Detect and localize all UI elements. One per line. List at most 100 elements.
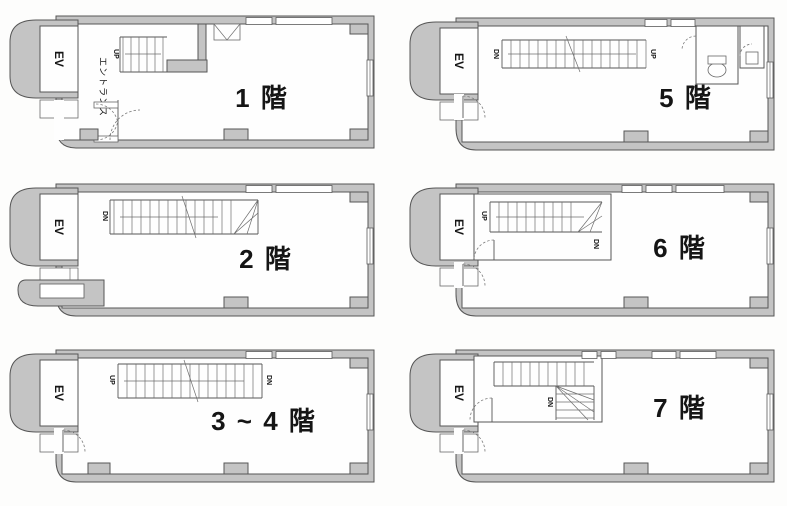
- wall-segment: [197, 23, 207, 61]
- pillar: [223, 296, 249, 309]
- left-door: [454, 262, 486, 288]
- pillar: [79, 128, 99, 141]
- elevator-cab: [439, 193, 479, 261]
- left-door: [454, 428, 486, 454]
- shutter-box: [213, 23, 241, 41]
- pillar: [623, 462, 649, 475]
- window: [600, 351, 617, 359]
- stair-room: UP DN: [473, 193, 612, 261]
- window: [245, 17, 273, 25]
- floor-plan-5: EV DN UP: [409, 17, 775, 151]
- window: [275, 185, 333, 193]
- window: [645, 185, 673, 193]
- pillar: [623, 130, 649, 143]
- stairs-down-label: DN: [492, 49, 499, 59]
- stairs-up-label: UP: [108, 375, 115, 385]
- entrance-label: エントランス: [98, 57, 108, 117]
- stairs-down-label: DN: [592, 239, 599, 249]
- window: [766, 393, 774, 431]
- elevator-cab: [39, 193, 79, 261]
- door-swing-arc: [109, 109, 141, 141]
- floor-plan-1: EV UP エントランス: [9, 15, 375, 149]
- winder-steps: [555, 385, 595, 421]
- elevator-label: EV: [52, 385, 66, 401]
- elevator-label: EV: [452, 219, 466, 235]
- elevator-cab: [39, 359, 79, 427]
- window: [670, 19, 696, 27]
- stairs-up-label: UP: [480, 211, 487, 221]
- window: [581, 351, 598, 359]
- elevator-label: EV: [452, 53, 466, 69]
- pillar: [749, 357, 769, 369]
- floor-label: 1 階: [235, 83, 289, 113]
- window: [366, 59, 374, 97]
- window: [621, 185, 643, 193]
- pillar: [349, 128, 369, 141]
- window: [675, 185, 725, 193]
- pillar: [349, 296, 369, 309]
- window: [644, 19, 668, 27]
- door-swing-arc: [739, 43, 753, 57]
- window: [651, 351, 677, 359]
- toilet-room: [681, 25, 765, 85]
- window: [366, 393, 374, 431]
- elevator-label: EV: [452, 385, 466, 401]
- floor-label: 7 階: [653, 393, 707, 423]
- door-swing-arc: [681, 35, 697, 51]
- stairs-up-label: UP: [112, 49, 119, 59]
- pillar: [87, 462, 111, 475]
- pillar: [749, 462, 769, 475]
- window: [366, 227, 374, 265]
- floor-label: 6 階: [653, 233, 707, 263]
- floor-label: 2 階: [239, 244, 293, 274]
- floor-plan-3-4: EV UP DN 3 ~ 4 階: [9, 349, 375, 483]
- pillar: [749, 130, 769, 143]
- stairs: DN UP: [492, 35, 656, 73]
- window: [245, 185, 273, 193]
- window: [275, 351, 333, 359]
- stairs: DN: [101, 195, 259, 239]
- wall-segment: [166, 59, 208, 73]
- pillar: [223, 462, 249, 475]
- stair-room: DN: [469, 355, 603, 423]
- toilet-fixture: [707, 62, 727, 78]
- entrance-doors: [54, 100, 141, 143]
- pillar: [223, 128, 249, 141]
- interior: [61, 191, 369, 309]
- pillar: [349, 462, 369, 475]
- stairs-up-label: UP: [649, 49, 656, 59]
- pillar: [349, 357, 369, 369]
- window: [679, 351, 717, 359]
- floor-plan-6: EV UP DN 6 階: [409, 183, 775, 317]
- stairs: UP DN: [108, 359, 272, 403]
- pillar: [749, 191, 769, 203]
- floor-plan-2: EV DN 2 階: [9, 183, 375, 317]
- window: [245, 351, 273, 359]
- stairs-down-label: DN: [101, 211, 108, 221]
- elevator-cab: [439, 359, 479, 427]
- stairs-down-label: DN: [265, 375, 272, 385]
- floor-label: 5 階: [659, 83, 713, 113]
- pillar: [749, 296, 769, 309]
- elevator-label: EV: [52, 219, 66, 235]
- left-door: [454, 94, 486, 120]
- sink-fixture: [745, 51, 759, 65]
- door-swing-arc: [473, 239, 495, 261]
- stairs: UP: [112, 36, 167, 73]
- floor-plan-7: EV DN 7 階: [409, 349, 775, 483]
- floor-label: 3 ~ 4 階: [211, 406, 317, 436]
- winder-steps: [233, 199, 259, 235]
- pillar: [349, 191, 369, 203]
- interior: [61, 23, 369, 141]
- balcony-slab: [17, 268, 105, 307]
- pillar: [349, 23, 369, 35]
- window: [275, 17, 333, 25]
- elevator-label: EV: [52, 51, 66, 67]
- elevator-cab: [39, 25, 79, 93]
- stairs-down-label: DN: [546, 397, 553, 407]
- winder-steps: [577, 201, 603, 233]
- pillar: [623, 296, 649, 309]
- window: [766, 227, 774, 265]
- window: [766, 61, 774, 99]
